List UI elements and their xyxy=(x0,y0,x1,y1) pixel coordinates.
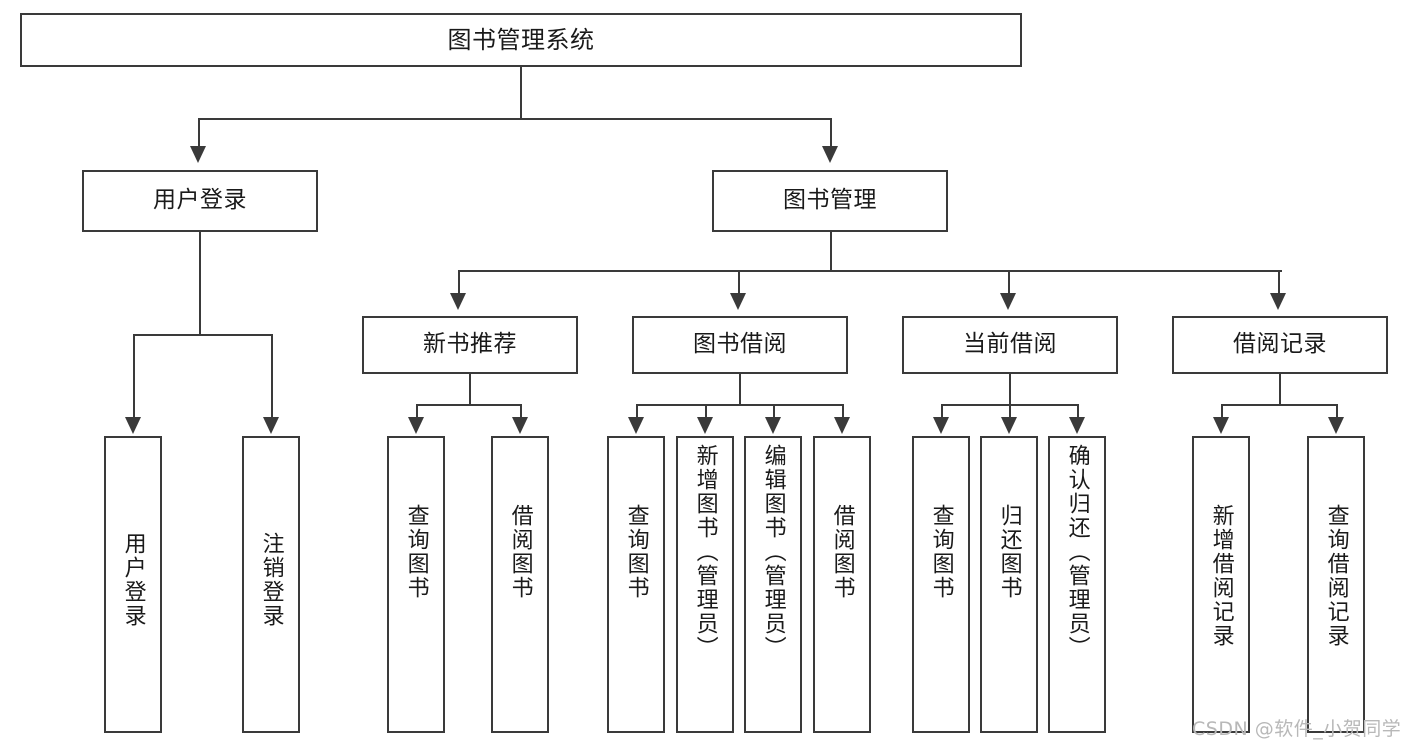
node-current-borrow[interactable]: 当前借阅 xyxy=(902,316,1118,374)
edge-borrow-record-bus xyxy=(1221,403,1337,406)
edge-drop-leaf-new-book-1 xyxy=(415,403,418,419)
node-label: 注销登录 xyxy=(258,532,284,628)
edge-drop-leaf-book-borrow-1 xyxy=(635,403,638,419)
node-label: 归还图书 xyxy=(996,504,1022,600)
node-leaf-query-book-borrow[interactable]: 查询图书 xyxy=(607,436,665,733)
edge-book-management-stem xyxy=(829,232,832,271)
node-leaf-query-book-current[interactable]: 查询图书 xyxy=(912,436,970,733)
edge-book-borrow-stem xyxy=(738,374,741,405)
edge-drop-book-management xyxy=(829,117,832,148)
arrowhead-borrow-record xyxy=(1270,293,1286,310)
arrowhead-leaf-borrow-record-2 xyxy=(1328,417,1344,434)
edge-drop-borrow-record xyxy=(1277,269,1280,295)
arrowhead-book-management xyxy=(822,146,838,163)
node-label: 用户登录 xyxy=(120,532,146,628)
arrowhead-leaf-user-login-1 xyxy=(125,417,141,434)
node-leaf-add-book-admin[interactable]: 新增图书（管理员） xyxy=(676,436,734,733)
edge-drop-leaf-new-book-2 xyxy=(519,403,522,419)
edge-new-book-stem xyxy=(468,374,471,405)
edge-drop-leaf-user-login-1 xyxy=(132,333,135,419)
edge-level3-bus xyxy=(458,269,1282,272)
arrowhead-leaf-book-borrow-3 xyxy=(765,417,781,434)
arrowhead-leaf-book-borrow-1 xyxy=(628,417,644,434)
edge-drop-leaf-borrow-record-2 xyxy=(1335,403,1338,419)
edge-drop-leaf-book-borrow-4 xyxy=(841,403,844,419)
arrowhead-user-login xyxy=(190,146,206,163)
node-leaf-add-borrow-record[interactable]: 新增借阅记录 xyxy=(1192,436,1250,733)
node-label: 借阅图书 xyxy=(507,504,533,600)
node-label: 编辑图书（管理员） xyxy=(760,444,786,660)
arrowhead-leaf-current-borrow-2 xyxy=(1001,417,1017,434)
node-label: 图书管理系统 xyxy=(447,25,595,54)
node-leaf-confirm-return-admin[interactable]: 确认归还（管理员） xyxy=(1048,436,1106,733)
node-new-book-recommend[interactable]: 新书推荐 xyxy=(362,316,578,374)
edge-drop-leaf-book-borrow-3 xyxy=(772,403,775,419)
node-label: 新增图书（管理员） xyxy=(692,444,718,660)
edge-user-login-stem xyxy=(198,232,201,335)
arrowhead-leaf-new-book-1 xyxy=(408,417,424,434)
edge-drop-book-borrow xyxy=(737,269,740,295)
node-label: 用户登录 xyxy=(153,187,247,214)
edge-level2-bus xyxy=(198,117,832,120)
edge-new-book-bus xyxy=(416,403,522,406)
arrowhead-leaf-new-book-2 xyxy=(512,417,528,434)
node-label: 新书推荐 xyxy=(423,331,517,358)
arrowhead-current-borrow xyxy=(1000,293,1016,310)
node-leaf-edit-book-admin[interactable]: 编辑图书（管理员） xyxy=(744,436,802,733)
node-user-login[interactable]: 用户登录 xyxy=(82,170,318,232)
arrowhead-leaf-current-borrow-1 xyxy=(933,417,949,434)
node-leaf-query-book-recommend[interactable]: 查询图书 xyxy=(387,436,445,733)
node-label: 查询图书 xyxy=(403,504,429,600)
edge-drop-leaf-book-borrow-2 xyxy=(704,403,707,419)
edge-borrow-record-stem xyxy=(1278,374,1281,405)
arrowhead-book-borrow xyxy=(730,293,746,310)
node-label: 图书借阅 xyxy=(693,331,787,358)
node-leaf-borrow-book-recommend[interactable]: 借阅图书 xyxy=(491,436,549,733)
node-label: 新增借阅记录 xyxy=(1208,504,1234,648)
edge-drop-user-login xyxy=(197,117,200,148)
node-borrow-record[interactable]: 借阅记录 xyxy=(1172,316,1388,374)
node-leaf-query-borrow-record[interactable]: 查询借阅记录 xyxy=(1307,436,1365,733)
edge-drop-leaf-current-borrow-3 xyxy=(1076,403,1079,419)
node-label: 借阅记录 xyxy=(1233,331,1327,358)
arrowhead-leaf-current-borrow-3 xyxy=(1069,417,1085,434)
edge-book-borrow-bus xyxy=(636,403,844,406)
node-label: 确认归还（管理员） xyxy=(1064,444,1090,660)
edge-current-borrow-stem xyxy=(1008,374,1011,405)
edge-drop-leaf-current-borrow-2 xyxy=(1008,403,1011,419)
node-label: 图书管理 xyxy=(783,187,877,214)
node-label: 当前借阅 xyxy=(963,331,1057,358)
node-leaf-borrow-book[interactable]: 借阅图书 xyxy=(813,436,871,733)
arrowhead-new-book xyxy=(450,293,466,310)
edge-user-login-bus xyxy=(133,333,273,336)
edge-drop-leaf-current-borrow-1 xyxy=(940,403,943,419)
node-label: 查询图书 xyxy=(928,504,954,600)
node-label: 查询图书 xyxy=(623,504,649,600)
edge-drop-leaf-borrow-record-1 xyxy=(1220,403,1223,419)
edge-drop-new-book xyxy=(457,269,460,295)
edge-drop-leaf-user-login-2 xyxy=(270,333,273,419)
edge-root-stem xyxy=(519,67,522,119)
watermark-text: CSDN @软件_小贺同学 xyxy=(1192,718,1402,740)
node-leaf-user-login[interactable]: 用户登录 xyxy=(104,436,162,733)
node-label: 借阅图书 xyxy=(829,504,855,600)
node-book-management[interactable]: 图书管理 xyxy=(712,170,948,232)
arrowhead-leaf-borrow-record-1 xyxy=(1213,417,1229,434)
node-root-book-management-system[interactable]: 图书管理系统 xyxy=(20,13,1022,67)
node-book-borrow[interactable]: 图书借阅 xyxy=(632,316,848,374)
node-label: 查询借阅记录 xyxy=(1323,504,1349,648)
node-leaf-logout[interactable]: 注销登录 xyxy=(242,436,300,733)
arrowhead-leaf-user-login-2 xyxy=(263,417,279,434)
arrowhead-leaf-book-borrow-2 xyxy=(697,417,713,434)
arrowhead-leaf-book-borrow-4 xyxy=(834,417,850,434)
edge-drop-current-borrow xyxy=(1007,269,1010,295)
node-leaf-return-book[interactable]: 归还图书 xyxy=(980,436,1038,733)
